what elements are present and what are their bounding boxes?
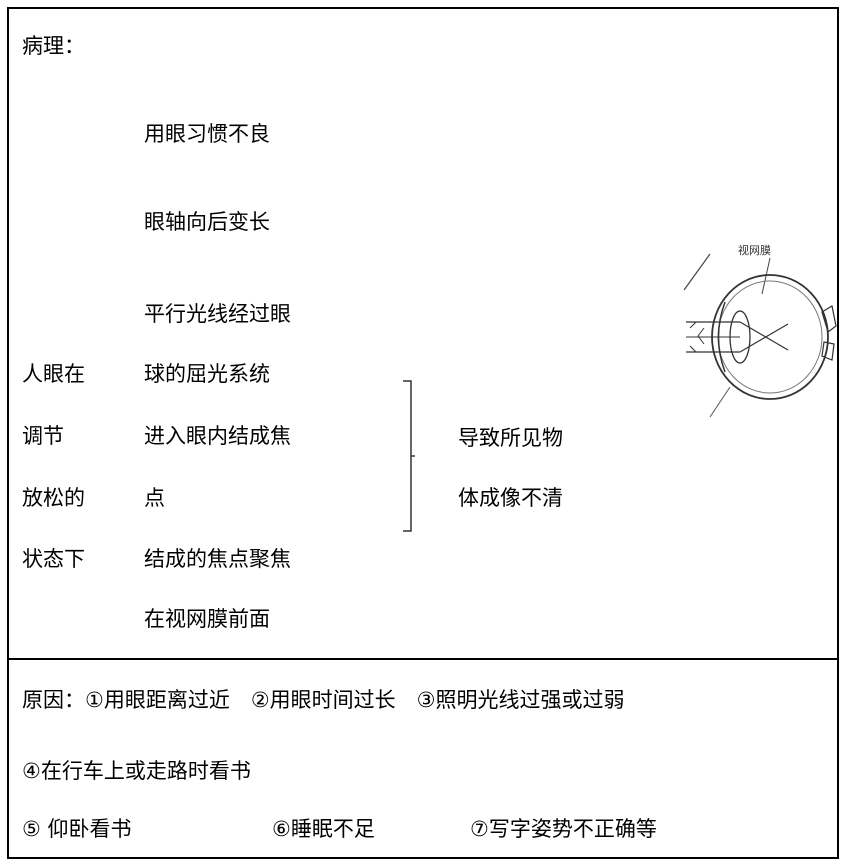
cause-item-6: ⑥睡眠不足	[272, 817, 375, 841]
section-divider	[7, 658, 839, 660]
cause-item-5: ⑤ 仰卧看书	[22, 817, 132, 841]
table-frame	[7, 7, 839, 859]
retina-label: 视网膜	[738, 243, 771, 257]
eye-cross-section-icon: 视网膜	[670, 232, 840, 432]
condition-line-3: 放松的	[22, 486, 85, 510]
chain-step-3-line-6: 在视网膜前面	[144, 607, 270, 631]
chain-step-2: 眼轴向后变长	[144, 210, 270, 234]
result-line-2: 体成像不清	[458, 486, 563, 510]
chain-step-3-line-5: 结成的焦点聚焦	[144, 547, 291, 571]
chain-step-1: 用眼习惯不良	[144, 122, 270, 146]
causes-line-1: 原因：①用眼距离过近 ②用眼时间过长 ③照明光线过强或过弱	[22, 688, 625, 712]
condition-line-4: 状态下	[22, 547, 85, 571]
chain-step-3-line-3: 进入眼内结成焦	[144, 424, 291, 448]
cause-item-7: ⑦写字姿势不正确等	[470, 817, 657, 841]
chain-step-3-line-4: 点	[144, 486, 165, 510]
chain-step-3-line-2: 球的屈光系统	[144, 362, 270, 386]
condition-line-2: 调节	[22, 424, 64, 448]
pathology-label: 病理：	[22, 34, 85, 58]
causes-line-2: ④在行车上或走路时看书	[22, 759, 251, 783]
right-brace-icon	[403, 380, 415, 532]
result-line-1: 导致所见物	[458, 426, 563, 450]
chain-step-3-line-1: 平行光线经过眼	[144, 302, 291, 326]
condition-line-1: 人眼在	[22, 362, 85, 386]
